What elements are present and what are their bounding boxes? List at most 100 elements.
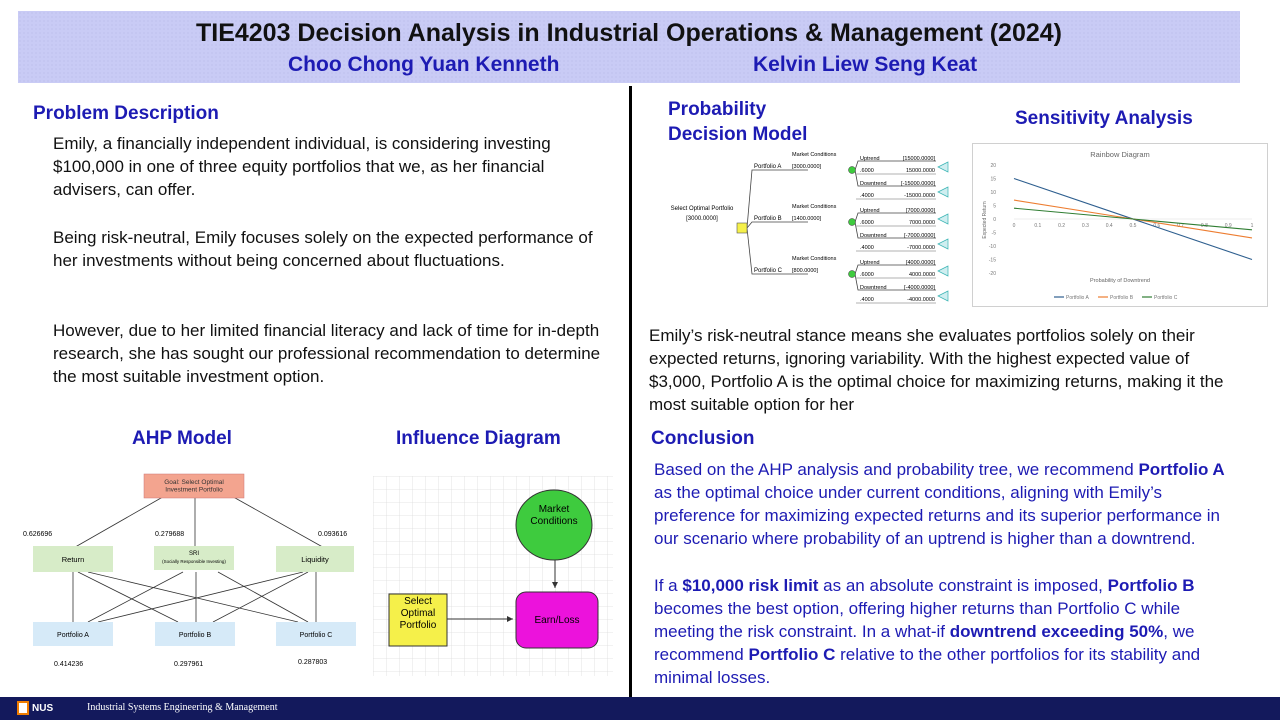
tree-outcome-prob: .4000 bbox=[860, 297, 874, 303]
tree-outcome-label: Uptrend bbox=[860, 260, 880, 266]
conclusion-paragraph: Based on the AHP analysis and probabilit… bbox=[654, 458, 1244, 550]
chart-x-tick: 0.6 bbox=[1153, 223, 1160, 229]
nus-logo: NUS bbox=[17, 701, 53, 715]
tree-outcome-ev: [15000.0000] bbox=[903, 156, 936, 162]
ahp-criterion-label: SRI bbox=[189, 551, 199, 557]
chart-y-tick: 0 bbox=[993, 217, 996, 223]
problem-heading: Problem Description bbox=[33, 103, 219, 124]
chart-y-tick: 5 bbox=[993, 204, 996, 210]
influence-heading: Influence Diagram bbox=[396, 428, 561, 449]
chart-legend-label: Portfolio A bbox=[1066, 295, 1089, 301]
ahp-alternative-a bbox=[33, 622, 113, 646]
problem-paragraph: Being risk-neutral, Emily focuses solely… bbox=[53, 228, 593, 270]
text-run: If a bbox=[654, 576, 683, 595]
conclusion-paragraph: If a $10,000 risk limit as an absolute c… bbox=[654, 574, 1244, 689]
tree-heading: Probability Decision Model bbox=[668, 99, 808, 145]
ahp-alternative-score: 0.287803 bbox=[298, 659, 327, 666]
tree-outcome-label: Downtrend bbox=[860, 181, 887, 187]
text-run: Based on the AHP analysis and probabilit… bbox=[654, 460, 1139, 479]
ahp-criterion-label: Liquidity bbox=[301, 555, 329, 564]
chart-x-tick: 0.5 bbox=[1130, 223, 1137, 229]
tree-outcome-prob: .6000 bbox=[860, 168, 874, 174]
problem-paragraph: However, due to her limited financial li… bbox=[53, 321, 601, 386]
chart-y-tick: -10 bbox=[989, 244, 996, 250]
tree-branch-name: Portfolio B bbox=[754, 216, 782, 222]
chart-x-tick: 1 bbox=[1251, 223, 1254, 229]
author-name: Choo Chong Yuan Kenneth bbox=[288, 53, 560, 76]
tree-outcome-ev: [-4000.0000] bbox=[904, 285, 935, 291]
tree-market-label: Market Conditions bbox=[792, 256, 837, 262]
ahp-alternative-label: Portfolio B bbox=[179, 632, 212, 639]
tree-outcome-prob: .6000 bbox=[860, 272, 874, 278]
tree-decision-node bbox=[736, 222, 748, 234]
chart-legend-label: Portfolio B bbox=[1110, 295, 1134, 301]
text-run: as an absolute constraint is imposed, bbox=[818, 576, 1108, 595]
tree-outcome-ev: [4000.0000] bbox=[906, 260, 936, 266]
conclusion-heading: Conclusion bbox=[651, 428, 755, 449]
column-divider bbox=[629, 86, 632, 698]
tree-outcome-ev: [-15000.0000] bbox=[901, 181, 935, 187]
chart-y-tick: 10 bbox=[990, 190, 996, 196]
tree-terminal-node bbox=[937, 238, 949, 250]
ahp-criterion-weight: 0.626696 bbox=[23, 531, 52, 538]
author-name: Kelvin Liew Seng Keat bbox=[753, 53, 978, 76]
tree-root-value: [3000.0000] bbox=[686, 216, 718, 222]
emphasis: Portfolio C bbox=[748, 645, 836, 664]
tree-market-label: Market Conditions bbox=[792, 152, 837, 158]
tree-payoff: 7000.0000 bbox=[909, 220, 935, 226]
ahp-criterion-weight: 0.093616 bbox=[318, 531, 347, 538]
emphasis: downtrend exceeding 50% bbox=[949, 622, 1164, 641]
tree-terminal-node bbox=[937, 213, 949, 225]
chart-y-tick: 20 bbox=[990, 163, 996, 169]
tree-payoff: -7000.0000 bbox=[907, 245, 935, 251]
tree-chance-node bbox=[848, 270, 856, 278]
tree-outcome-ev: [7000.0000] bbox=[906, 208, 936, 214]
tree-payoff: -4000.0000 bbox=[907, 297, 935, 303]
text-run: , we recommend bbox=[654, 622, 1195, 664]
footer-bar: NUS Industrial Systems Engineering & Man… bbox=[0, 697, 1280, 720]
chart-x-tick: 0 bbox=[1013, 223, 1016, 229]
chart-x-label: Probability of Downtrend bbox=[1090, 278, 1150, 284]
ahp-alternative-b bbox=[155, 622, 235, 646]
chart-y-tick: -5 bbox=[992, 231, 997, 237]
tree-payoff: 4000.0000 bbox=[909, 272, 935, 278]
poster-title: TIE4203 Decision Analysis in Industrial … bbox=[195, 19, 1062, 47]
text-run: becomes the best option, offering higher… bbox=[654, 599, 1181, 641]
decision-tree: Select Optimal Portfolio [3000.0000] Portf… bbox=[671, 152, 949, 304]
problem-paragraph: Emily, a financially independent individ… bbox=[53, 134, 551, 199]
tree-outcome-label: Uptrend bbox=[860, 156, 880, 162]
tree-branch-ev: [3000.0000] bbox=[792, 164, 822, 170]
tree-chance-node bbox=[848, 166, 856, 174]
header-banner: TIE4203 Decision Analysis in Industrial … bbox=[18, 11, 1240, 83]
chart-x-tick: 0.2 bbox=[1058, 223, 1065, 229]
nus-logo-text: NUS bbox=[32, 703, 53, 714]
tree-root-label: Select Optimal Portfolio bbox=[671, 206, 734, 212]
influence-value-label: Earn/Loss bbox=[534, 615, 579, 626]
influence-value-node bbox=[515, 591, 599, 649]
tree-chance-node bbox=[848, 218, 856, 226]
tree-branch-ev: [800.0000] bbox=[792, 268, 818, 274]
tree-outcome-prob: .4000 bbox=[860, 245, 874, 251]
chart-y-tick: 15 bbox=[990, 177, 996, 183]
chart-series-line bbox=[1013, 207, 1253, 231]
emphasis: Portfolio B bbox=[1107, 576, 1195, 595]
chart-x-tick: 0.4 bbox=[1106, 223, 1113, 229]
chart-y-tick: -15 bbox=[989, 258, 996, 264]
tree-terminal-node bbox=[937, 265, 949, 277]
tree-summary: Emily’s risk-neutral stance means she ev… bbox=[649, 326, 1224, 414]
emphasis: $10,000 risk limit bbox=[682, 576, 819, 595]
ahp-criterion-return bbox=[33, 546, 113, 572]
chart-x-tick: 0.3 bbox=[1082, 223, 1089, 229]
ahp-heading: AHP Model bbox=[132, 428, 232, 449]
sensitivity-heading: Sensitivity Analysis bbox=[1015, 108, 1193, 129]
chart-y-label: Expected Return bbox=[982, 201, 988, 238]
chart-title: Rainbow Diagram bbox=[1090, 150, 1150, 159]
tree-terminal-node bbox=[937, 290, 949, 302]
ahp-alternative-score: 0.414236 bbox=[54, 661, 83, 668]
tree-branch-name: Portfolio A bbox=[754, 164, 781, 170]
tree-terminal-node bbox=[937, 186, 949, 198]
